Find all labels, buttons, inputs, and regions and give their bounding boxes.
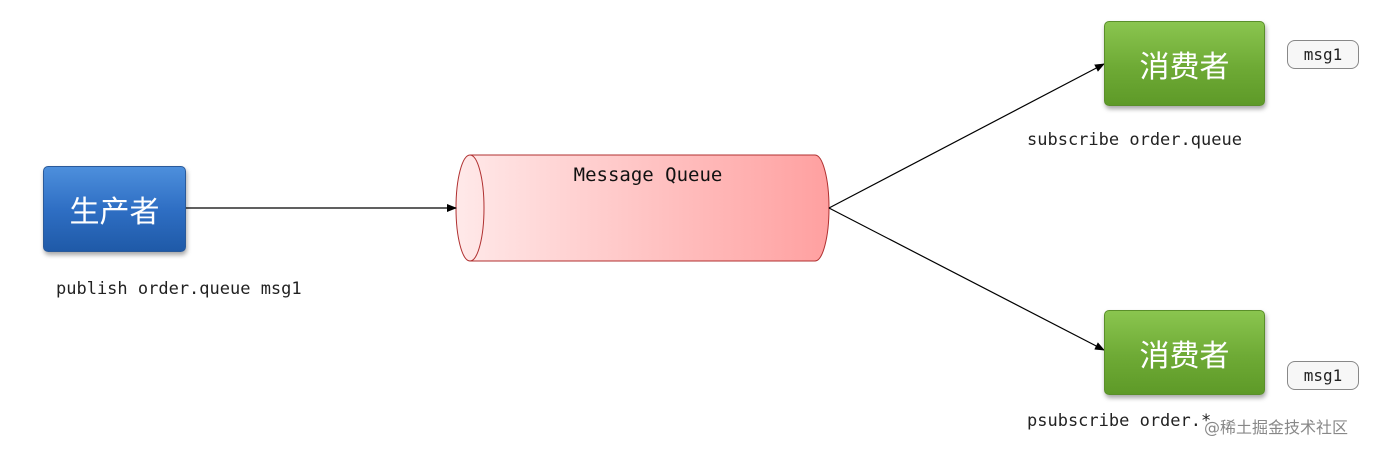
producer-label: 生产者 bbox=[69, 195, 160, 230]
message-queue-cylinder bbox=[455, 154, 830, 262]
subscribe-command: subscribe order.queue bbox=[1027, 130, 1242, 150]
producer-node: 生产者 bbox=[43, 166, 186, 252]
consumer-node-2: 消费者 bbox=[1104, 310, 1265, 395]
consumer-1-label: 消费者 bbox=[1139, 49, 1230, 85]
queue-label: Message Queue bbox=[574, 164, 723, 186]
subscribe-arrow bbox=[828, 63, 1105, 209]
psubscribe-arrow bbox=[828, 207, 1105, 351]
consumer-2-label: 消费者 bbox=[1139, 338, 1230, 374]
psubscribe-command: psubscribe order.* bbox=[1027, 411, 1212, 431]
watermark-text: @稀土掘金技术社区 bbox=[1204, 418, 1349, 437]
consumer-1-message-badge: msg1 bbox=[1287, 40, 1359, 69]
publish-command: publish order.queue msg1 bbox=[56, 279, 302, 299]
consumer-node-1: 消费者 bbox=[1104, 21, 1265, 106]
consumer-2-message-badge: msg1 bbox=[1287, 361, 1359, 390]
